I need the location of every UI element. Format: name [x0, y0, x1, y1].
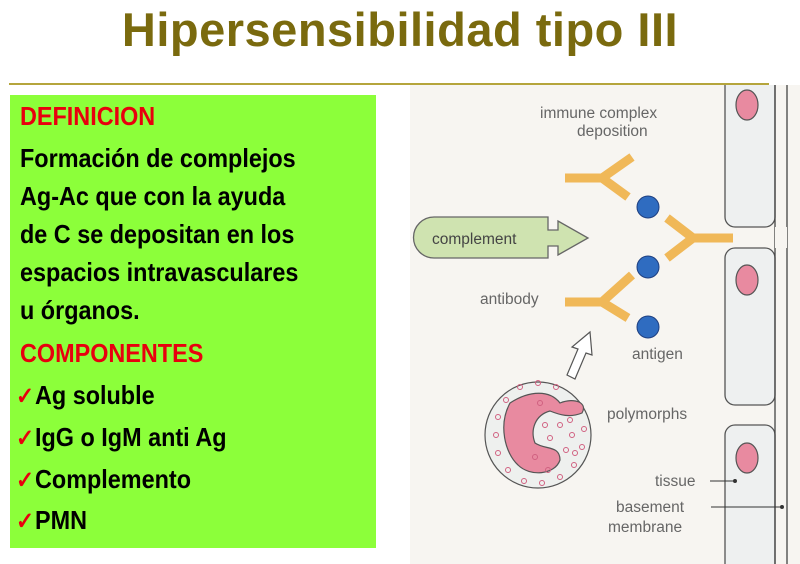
- antigen-icons: [636, 195, 660, 339]
- cell-nuclei: [735, 89, 759, 474]
- complement-arrow-icon: [412, 216, 590, 259]
- check-icon: ✓: [16, 425, 35, 452]
- component-item: ✓Complemento: [16, 464, 191, 495]
- polymorph-cell-icon: [484, 380, 592, 489]
- component-item: ✓PMN: [16, 505, 87, 536]
- tissue-label: tissue: [655, 473, 696, 490]
- component-item: ✓Ag soluble: [16, 380, 155, 411]
- definition-line: espacios intravasculares: [20, 257, 299, 287]
- basement-label: basement: [616, 499, 685, 516]
- leader-lines: [710, 479, 784, 509]
- check-icon: ✓: [16, 467, 35, 494]
- component-item: ✓IgG o IgM anti Ag: [16, 422, 227, 453]
- antibody-icons: [565, 153, 733, 322]
- component-label: Ag soluble: [34, 380, 155, 410]
- polymorphs-label: polymorphs: [607, 406, 687, 423]
- complement-label: complement: [432, 231, 517, 248]
- check-icon: ✓: [16, 508, 35, 535]
- immune-complex-label: immune complex: [540, 105, 657, 122]
- component-label: PMN: [34, 505, 88, 535]
- component-label: IgG o IgM anti Ag: [34, 422, 227, 452]
- definition-panel: DEFINICION Formación de complejos Ag-Ac …: [10, 95, 376, 548]
- title-divider: [9, 83, 769, 85]
- components-heading: COMPONENTES: [20, 338, 204, 368]
- tissue-cells: [724, 85, 776, 564]
- deposition-label: deposition: [577, 123, 648, 140]
- antigen-label: antigen: [632, 346, 683, 363]
- definition-line: de C se depositan en los: [20, 219, 295, 249]
- definition-heading: DEFINICION: [20, 101, 156, 131]
- membrane-label: membrane: [608, 519, 682, 536]
- immune-complex-diagram: complement immune complex deposition ant…: [410, 85, 800, 564]
- definition-line: Ag-Ac que con la ayuda: [20, 181, 286, 211]
- hollow-up-arrow-icon: [566, 330, 593, 380]
- definition-line: u órganos.: [20, 295, 140, 325]
- component-label: Complemento: [34, 464, 192, 494]
- antibody-label: antibody: [480, 291, 539, 308]
- slide-title: Hipersensibilidad tipo III: [121, 3, 679, 56]
- definition-line: Formación de complejos: [20, 143, 296, 173]
- check-icon: ✓: [16, 383, 35, 410]
